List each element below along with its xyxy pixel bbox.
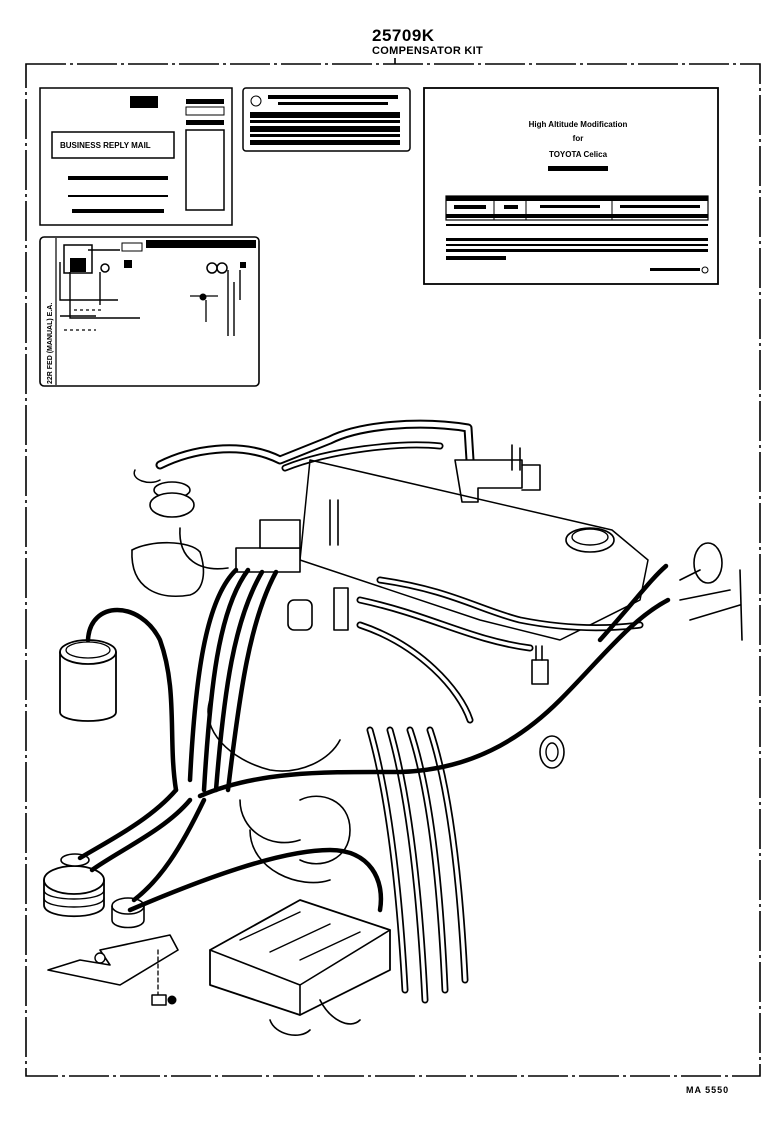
reply-card-title: BUSINESS REPLY MAIL [60, 141, 151, 150]
high-altitude-label: High Altitude Modification for TOYOTA Ce… [423, 87, 719, 285]
vacuum-label-side-text: 22R FED (MANUAL) E.A. [47, 303, 54, 384]
business-reply-card: BUSINESS REPLY MAIL [39, 87, 233, 226]
mod-label-for: for [573, 134, 584, 143]
emission-control-label [242, 87, 411, 152]
vacuum-hoses [77, 563, 671, 913]
engine-assembly [43, 419, 743, 1036]
mod-label-title: High Altitude Modification [529, 120, 628, 129]
drawing-frame [25, 58, 761, 1077]
kit-name: COMPENSATOR KIT [372, 45, 484, 57]
mod-label-model: TOYOTA Celica [549, 150, 608, 159]
vacuum-hose-label: 22R FED (MANUAL) E.A. [39, 236, 260, 387]
part-number: 25709K [372, 26, 435, 45]
figure-code: MA 5550 [686, 1085, 730, 1095]
